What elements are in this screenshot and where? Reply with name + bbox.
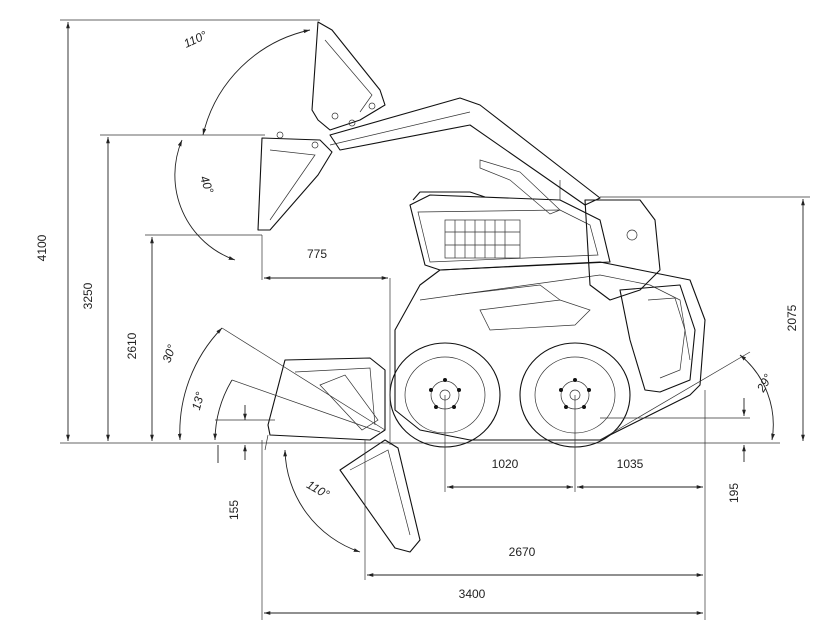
dim-wheelbase-front: 1020: [492, 457, 519, 471]
angle-ground-rollback: 30°: [160, 343, 179, 365]
dim-pin-height: 2610: [125, 332, 139, 359]
dim-overall-height: 2075: [785, 304, 799, 331]
dim-length-with-bucket: 3400: [459, 587, 486, 601]
dim-dump-height: 3250: [81, 282, 95, 309]
dim-length-no-bucket: 2670: [509, 545, 536, 559]
dim-reach: 775: [307, 247, 327, 261]
dim-max-height: 4100: [35, 234, 49, 261]
bucket-ground: [264, 357, 386, 451]
angle-bottom-rollback: 110°: [304, 477, 332, 501]
bucket-raised-dump: [257, 131, 333, 231]
angle-bucket-tilt: 13°: [189, 390, 207, 411]
rear-wheel: [519, 342, 631, 448]
machine-outline: [60, 97, 780, 448]
angle-top-rollback: 110°: [182, 28, 210, 51]
cab-grille: [444, 219, 521, 259]
bucket-raised-top: [311, 21, 386, 131]
angle-dump: 40°: [197, 174, 216, 196]
dim-wheelbase-rear: 1035: [617, 457, 644, 471]
dim-dig-depth: 155: [227, 500, 241, 520]
bucket-lowered: [339, 439, 421, 553]
dimension-lines: [60, 19, 810, 620]
angle-departure: 29°: [753, 371, 775, 395]
dim-clearance: 195: [727, 483, 741, 503]
